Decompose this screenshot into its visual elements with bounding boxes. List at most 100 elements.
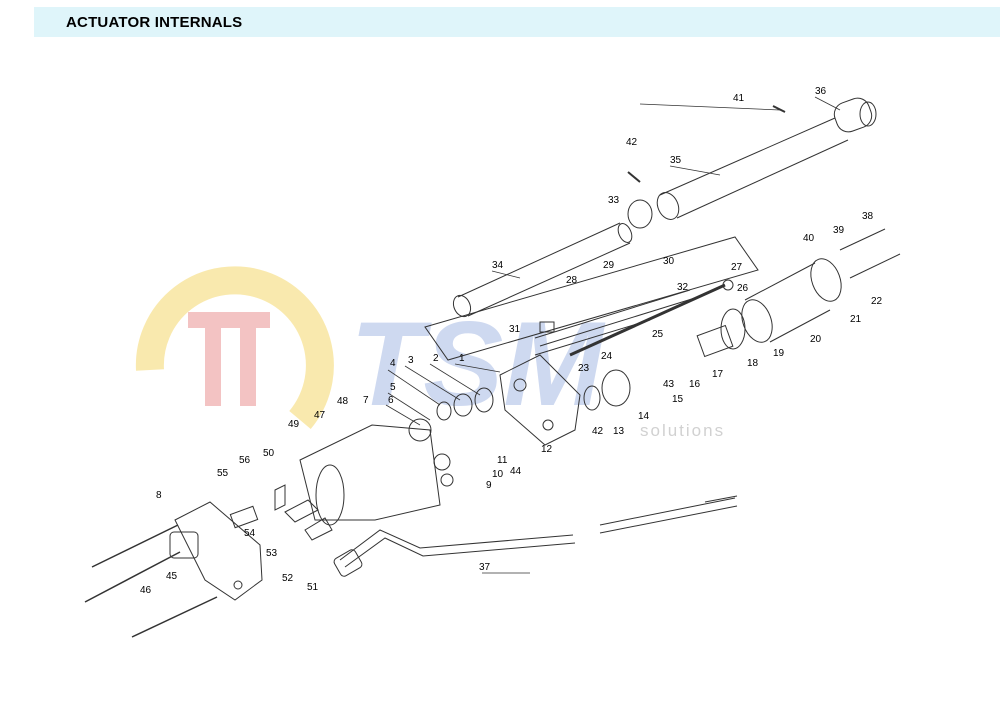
part-label: 6 [388,395,394,406]
watermark-ring [135,266,334,429]
spindle-group-box [424,236,759,361]
watermark-t-stem-left [205,328,221,406]
gear-7 [408,418,432,442]
rear-clevis [833,97,877,133]
part-label: 12 [541,444,553,455]
part-label: 20 [810,334,822,345]
part-label: 48 [337,396,349,407]
header-bar: ACTUATOR INTERNALS [0,0,1000,42]
part-label: 42 [626,137,638,148]
watermark-t-bar [188,312,270,328]
part-label: 21 [850,314,862,325]
part-label: 37 [479,562,491,573]
watermark-brand: TSM [350,297,606,431]
part-label: 19 [773,348,785,359]
part-label: 22 [871,296,883,307]
screw-41 [772,105,786,113]
part-label: 40 [803,233,815,244]
part-label: 5 [390,382,396,393]
rod-38b [849,253,901,279]
part-label: 14 [638,411,650,422]
part-label: 31 [509,324,521,335]
gearbox-cover [299,424,441,526]
part-label: 11 [497,455,508,466]
ring-19 [720,308,746,350]
outer-tube [656,117,849,220]
washer-2 [474,387,494,413]
part-label: 36 [815,86,827,97]
part-label: 41 [733,93,745,104]
bearing-14 [601,369,631,407]
washer-13 [583,385,601,411]
rail-31 [534,319,651,356]
rotor-18 [696,324,734,358]
part-label: 25 [652,329,664,340]
part-label: 47 [314,410,326,421]
part-label: 46 [140,585,152,596]
part-label: 38 [862,211,874,222]
part-label: 42 [592,426,604,437]
part-label: 53 [266,548,278,559]
screw-46 [131,596,218,638]
ring-33 [627,199,653,229]
gear-10 [433,453,451,471]
rail-29 [534,289,691,339]
part-label: 9 [486,480,492,491]
watermark-logo: TSM solutions [135,266,725,440]
part-label: 28 [566,275,578,286]
part-label: 50 [263,448,275,459]
part-label: 56 [239,455,251,466]
part-label: 16 [689,379,701,390]
screw-8 [91,524,179,568]
part-labels: 1 2 3 4 5 6 7 8 9 10 11 12 13 14 15 16 1… [140,86,883,596]
part-label: 4 [390,358,396,369]
washer-3 [453,393,473,417]
part-label: 34 [492,260,504,271]
leader-lines [385,96,841,574]
spring-55 [274,484,286,511]
inner-tube [452,222,633,318]
part-label: 52 [282,573,294,584]
watermark-t-stem-right [240,328,256,406]
part-label: 17 [712,369,724,380]
part-label: 2 [433,353,439,364]
part-label: 35 [670,155,682,166]
part-label: 29 [603,260,615,271]
gear-9 [440,473,454,487]
spindle-32 [569,283,726,357]
bracket-51 [304,517,333,541]
rod-38a [839,228,886,251]
cable [333,495,738,577]
screw-45 [84,551,181,603]
rail-30 [539,297,696,347]
part-label: 27 [731,262,743,273]
watermark-tagline: solutions [640,421,725,440]
part-label: 1 [459,353,465,364]
nut-28 [539,321,555,333]
part-label: 39 [833,225,845,236]
part-label: 30 [663,256,675,267]
plate-54 [284,499,319,523]
part-label: 26 [737,283,749,294]
washer-4 [436,401,452,421]
part-label: 51 [307,582,319,593]
part-label: 32 [677,282,689,293]
part-label: 18 [747,358,759,369]
part-label: 44 [510,466,522,477]
part-label: 7 [363,395,369,406]
part-label: 33 [608,195,620,206]
part-label: 10 [492,469,504,480]
part-label: 23 [578,363,590,374]
page-title: ACTUATOR INTERNALS [66,14,243,31]
part-label: 24 [601,351,613,362]
part-label: 3 [408,355,414,366]
screw-42 [627,171,641,183]
part-label: 49 [288,419,300,430]
part-label: 8 [156,490,162,501]
header-band [34,7,1000,37]
part-label: 55 [217,468,229,479]
plug-50 [333,549,363,577]
cylinder-56 [229,505,259,529]
part-label: 43 [663,379,675,390]
